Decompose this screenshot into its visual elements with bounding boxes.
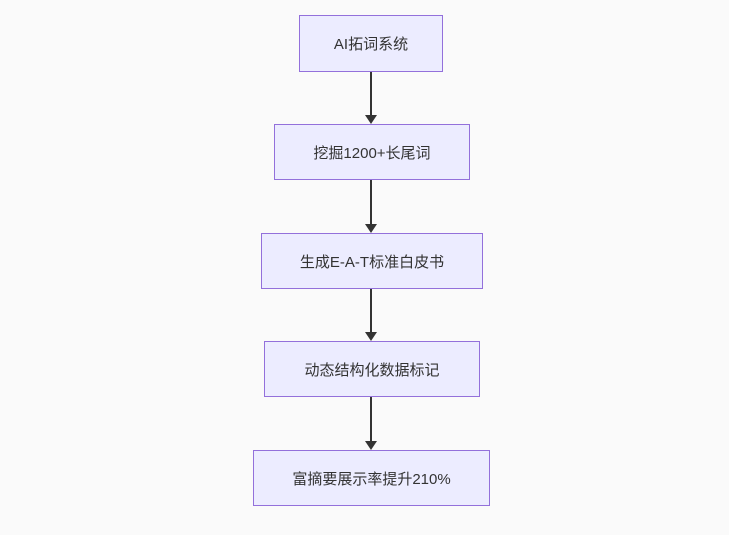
node-label: 动态结构化数据标记 <box>304 361 440 379</box>
flowchart-arrow-2 <box>365 180 377 233</box>
node-label: 富摘要展示率提升210% <box>292 470 451 488</box>
arrow-head-icon <box>365 332 377 341</box>
node-label: 生成E-A-T标准白皮书 <box>299 253 445 271</box>
arrow-shaft <box>370 180 372 224</box>
flowchart-arrow-3 <box>365 289 377 341</box>
flowchart-node-generate-eat-whitepaper: 生成E-A-T标准白皮书 <box>261 233 483 289</box>
flowchart-arrow-4 <box>365 397 377 450</box>
flowchart-node-dynamic-structured-data-markup: 动态结构化数据标记 <box>264 341 480 397</box>
flowchart-node-rich-snippet-rate-up-210: 富摘要展示率提升210% <box>253 450 490 506</box>
arrow-shaft <box>370 397 372 441</box>
arrow-shaft <box>370 72 372 115</box>
node-label: 挖掘1200+长尾词 <box>313 144 431 162</box>
node-label: AI拓词系统 <box>333 36 409 53</box>
arrow-shaft <box>370 289 372 332</box>
flowchart-node-ai-word-expansion-system: AI拓词系统 <box>299 15 443 72</box>
arrow-head-icon <box>365 441 377 450</box>
arrow-head-icon <box>365 224 377 233</box>
flowchart-node-mine-longtail-keywords: 挖掘1200+长尾词 <box>274 124 470 180</box>
flowchart-arrow-1 <box>365 72 377 124</box>
arrow-head-icon <box>365 115 377 124</box>
